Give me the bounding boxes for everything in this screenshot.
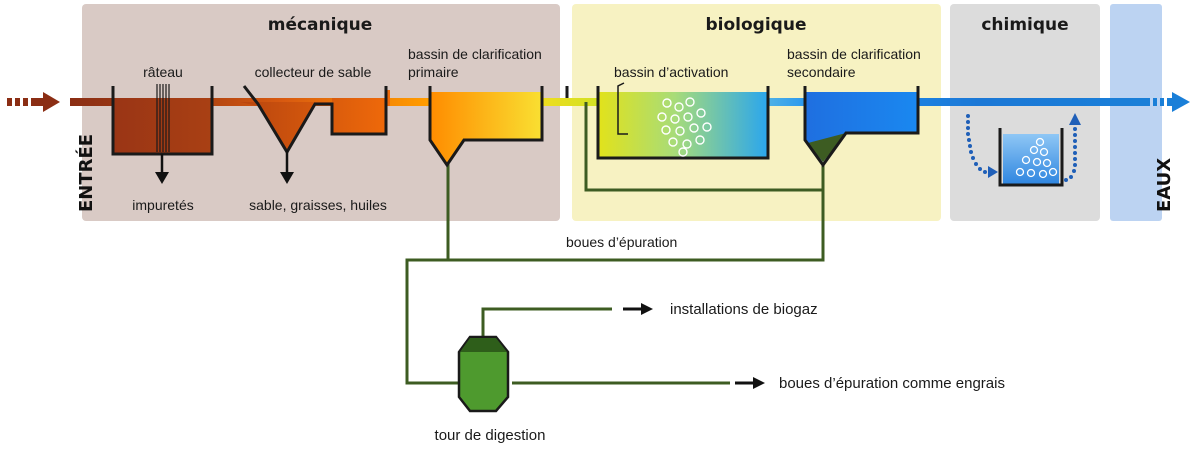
primary-clarifier [428, 86, 544, 168]
exit-arrow-icon [1142, 92, 1190, 112]
label-boues: boues d’épuration [566, 234, 677, 250]
label-engrais: boues d’épuration comme engrais [779, 375, 1005, 392]
zone-title-biologique: biologique [706, 15, 807, 35]
label-digestion: tour de digestion [435, 427, 546, 444]
arrow-down-icon [155, 154, 169, 184]
label-impuretes: impuretés [132, 197, 193, 213]
label-clarif-primaire-2: primaire [408, 64, 459, 80]
sand-collector [240, 85, 390, 155]
zone-chimique [950, 4, 1100, 221]
label-activation: bassin d’activation [614, 64, 728, 80]
digestion-tower [457, 335, 510, 413]
dotted-flow-arrow-icon [1064, 113, 1081, 182]
zone-title-mecanique: mécanique [268, 15, 373, 35]
label-clarif-secondaire-1: bassin de clarification [787, 46, 921, 62]
arrow-right-icon [623, 303, 653, 315]
secondary-clarifier [803, 86, 920, 168]
zone-mecanique [82, 4, 560, 221]
rateau-tank [111, 84, 214, 156]
label-clarif-primaire-1: bassin de clarification [408, 46, 542, 62]
activation-basin [596, 82, 770, 160]
label-entree: ENTRÉE [75, 134, 97, 212]
bubbles-icon [657, 97, 712, 157]
dotted-flow-arrow-icon [966, 114, 998, 178]
label-clarif-secondaire-2: secondaire [787, 64, 856, 80]
label-rateau: râteau [143, 64, 183, 80]
label-collecteur: collecteur de sable [255, 64, 372, 80]
arrow-down-icon [280, 150, 294, 184]
chemical-tank [998, 128, 1064, 187]
zone-eaux [1110, 4, 1162, 221]
label-biogaz: installations de biogaz [670, 301, 818, 318]
label-sable: sable, graisses, huiles [249, 197, 387, 213]
arrow-right-icon [735, 377, 765, 389]
zone-title-chimique: chimique [981, 15, 1068, 35]
label-eaux: EAUX [1154, 158, 1175, 212]
entry-arrow-icon [7, 92, 60, 112]
sludge-lines [405, 102, 825, 385]
